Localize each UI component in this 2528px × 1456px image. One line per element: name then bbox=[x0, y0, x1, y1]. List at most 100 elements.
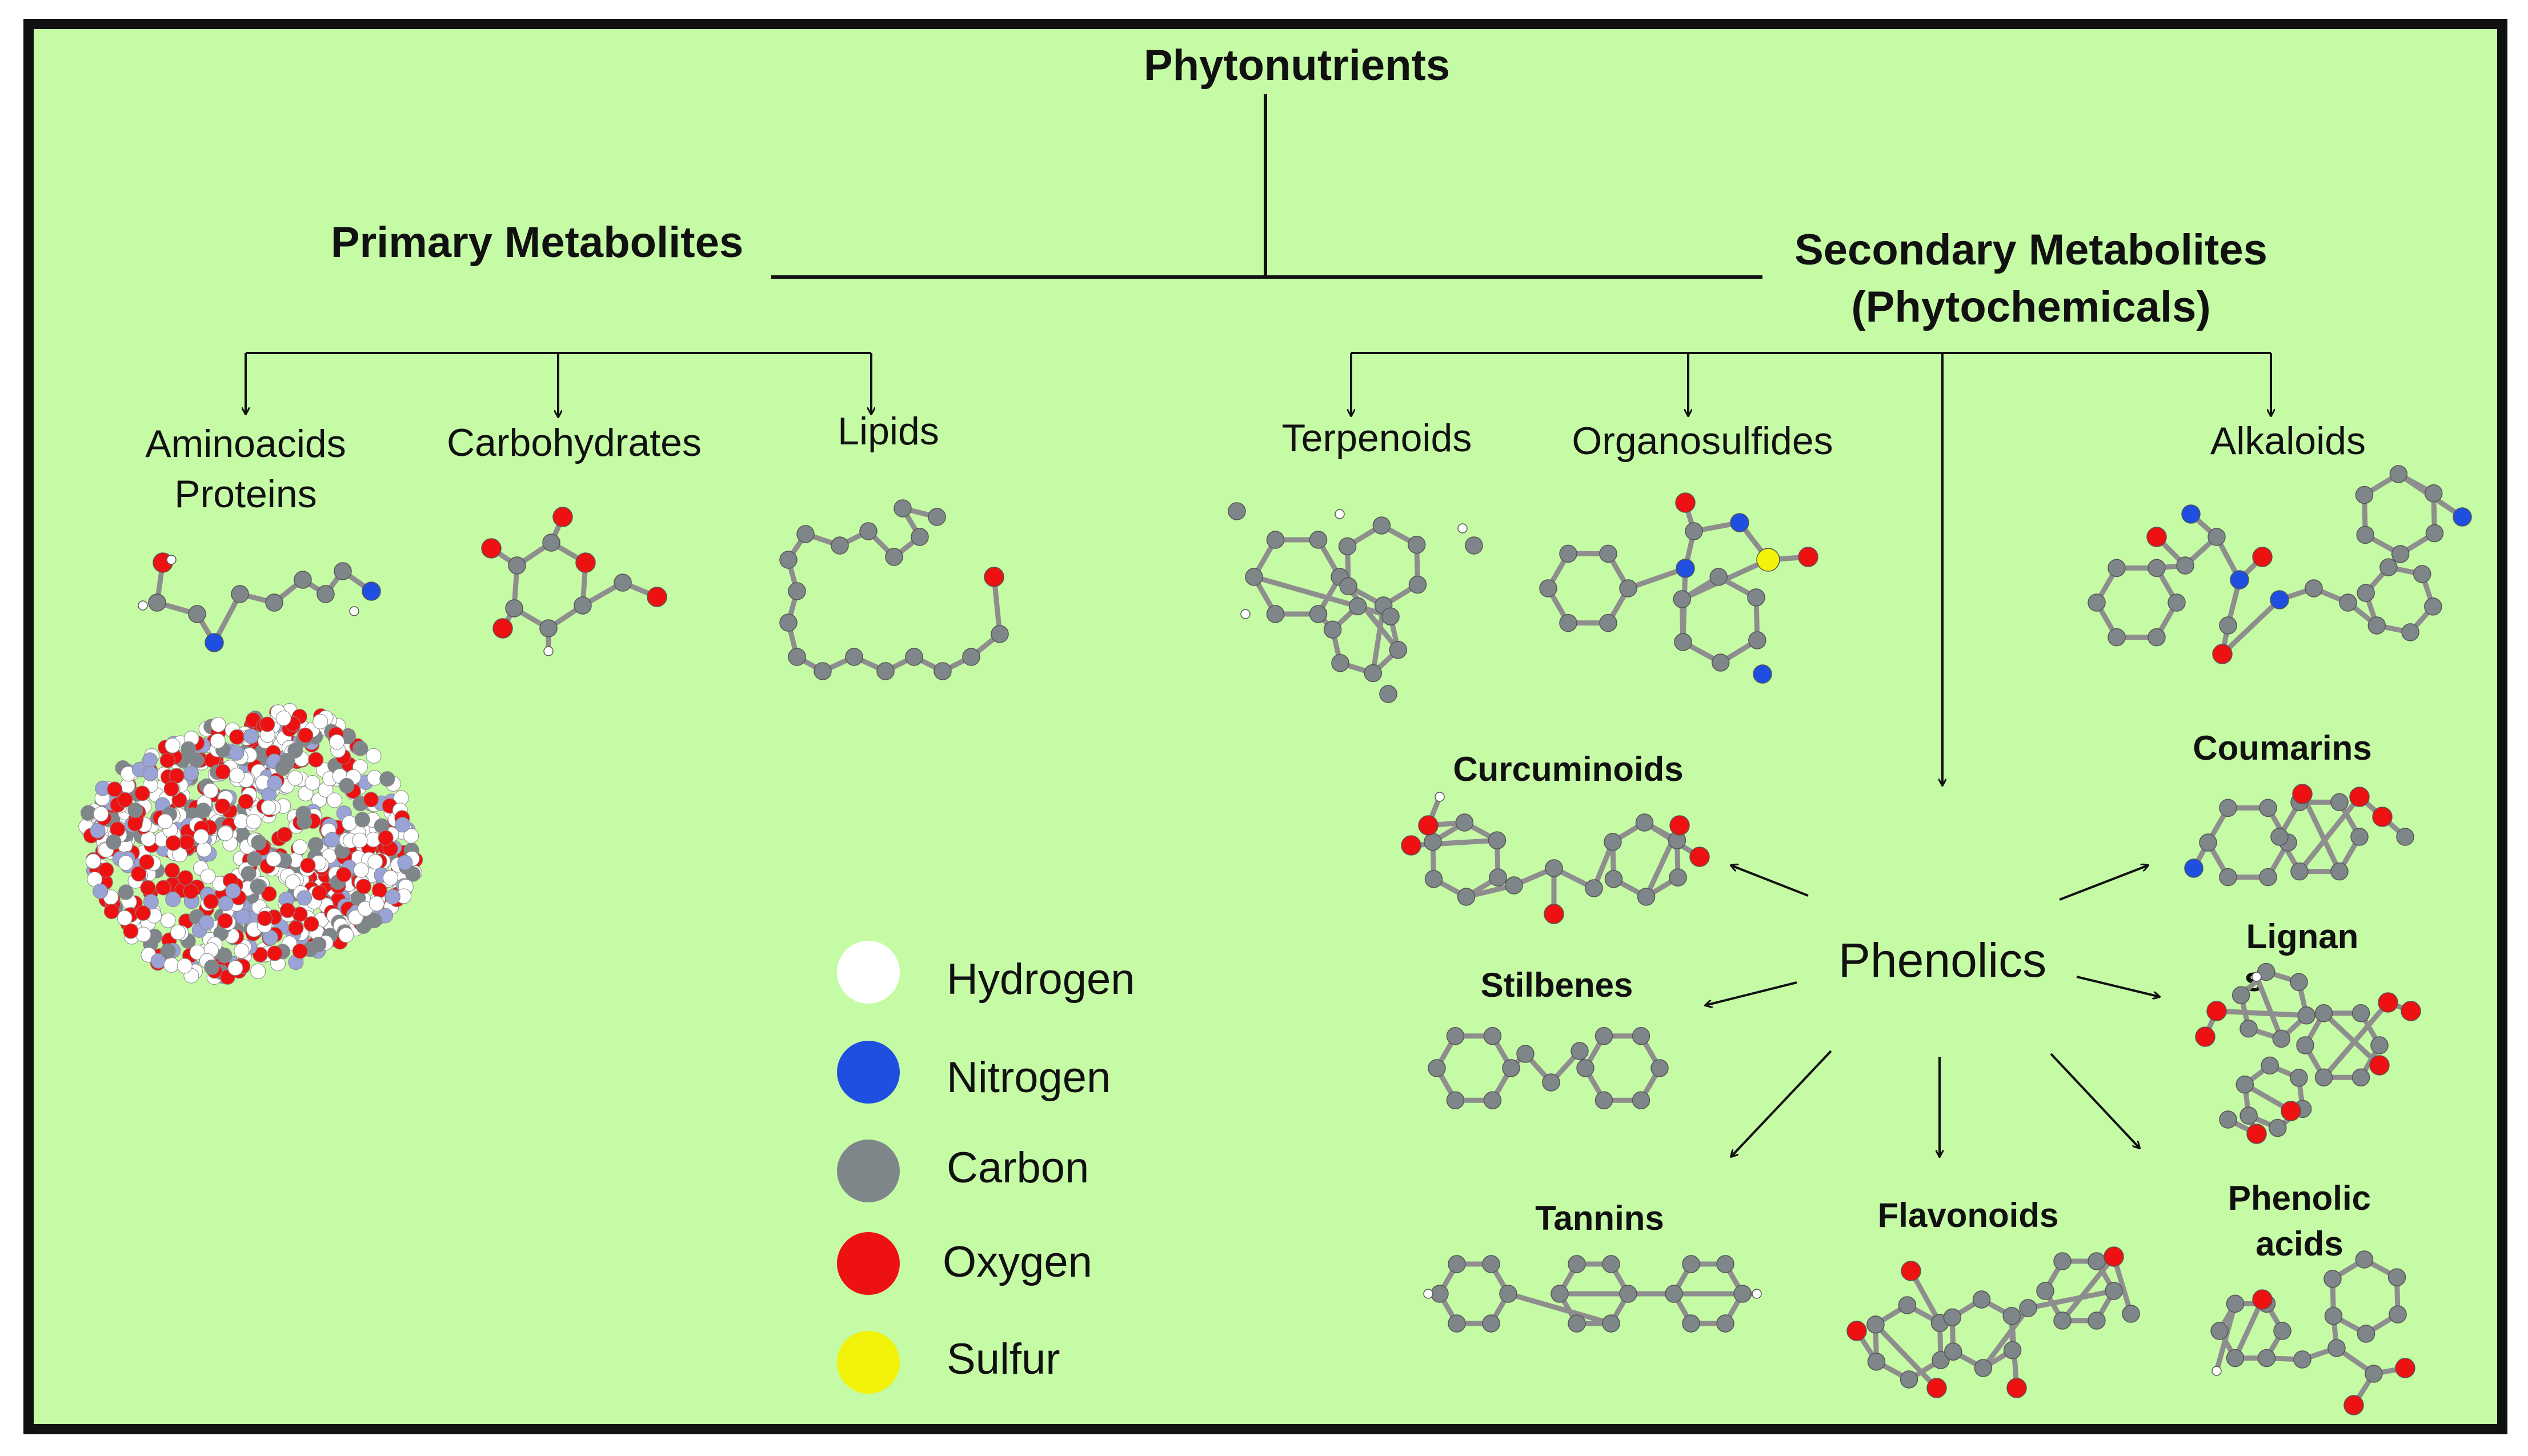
atom bbox=[1482, 1314, 1500, 1333]
atom bbox=[2230, 570, 2249, 589]
atom bbox=[1448, 1314, 1466, 1333]
atom bbox=[261, 800, 277, 816]
atom bbox=[189, 944, 205, 960]
atom bbox=[1544, 904, 1564, 924]
atom bbox=[235, 909, 251, 925]
atom bbox=[2252, 547, 2273, 567]
atom bbox=[118, 855, 134, 871]
atom bbox=[1712, 653, 1730, 672]
atom bbox=[885, 548, 903, 566]
atom bbox=[1372, 516, 1391, 535]
atom bbox=[90, 823, 106, 839]
atom bbox=[2148, 628, 2166, 647]
atom bbox=[2212, 1366, 2222, 1376]
atom bbox=[196, 841, 212, 857]
atom bbox=[2269, 1118, 2287, 1137]
legend-nitrogen-label: Nitrogen bbox=[947, 1053, 1111, 1102]
atom bbox=[238, 793, 254, 809]
atom bbox=[1542, 1073, 1560, 1092]
atom bbox=[93, 883, 109, 899]
atom bbox=[199, 914, 215, 930]
primary-branch-arrows bbox=[246, 352, 871, 417]
atom bbox=[481, 538, 502, 559]
atom bbox=[1499, 1285, 1517, 1303]
atom bbox=[93, 806, 109, 822]
atom bbox=[2379, 558, 2398, 576]
atom bbox=[2108, 628, 2126, 647]
atom bbox=[250, 879, 266, 895]
atom bbox=[2323, 1270, 2342, 1288]
atom bbox=[265, 593, 283, 612]
atom bbox=[1602, 1314, 1620, 1333]
atom bbox=[1733, 1285, 1752, 1303]
atom bbox=[395, 817, 411, 833]
atom bbox=[1455, 813, 1474, 832]
atom bbox=[1424, 833, 1442, 851]
atom bbox=[779, 613, 798, 632]
atom bbox=[1338, 537, 1357, 556]
atom bbox=[2088, 1311, 2106, 1330]
atom bbox=[2003, 1341, 2022, 1359]
atom bbox=[1545, 859, 1563, 877]
bond bbox=[1505, 1291, 1614, 1326]
atom bbox=[928, 508, 946, 526]
atom bbox=[189, 752, 205, 768]
atom bbox=[2259, 868, 2277, 887]
atom bbox=[334, 562, 352, 580]
atom bbox=[1423, 1289, 1433, 1299]
primary-metabolites-label: Primary Metabolites bbox=[331, 218, 743, 267]
atom bbox=[2088, 1252, 2106, 1270]
legend-oxygen-swatch bbox=[837, 1232, 900, 1295]
atom bbox=[1505, 876, 1523, 895]
atom bbox=[1635, 813, 1654, 832]
atom bbox=[138, 600, 148, 611]
atom bbox=[2181, 504, 2201, 524]
atom bbox=[1665, 1285, 1683, 1303]
atom bbox=[1599, 544, 1617, 563]
atom bbox=[2239, 1020, 2258, 1038]
coumarins-label: Coumarins bbox=[2193, 729, 2371, 767]
atom bbox=[2290, 862, 2309, 881]
atom bbox=[2246, 1124, 2267, 1144]
atom bbox=[1245, 568, 1263, 586]
atom bbox=[962, 648, 980, 666]
atom bbox=[1489, 868, 1507, 887]
atom bbox=[2206, 1001, 2227, 1021]
atom bbox=[2290, 973, 2308, 991]
atom bbox=[234, 943, 250, 959]
atom bbox=[492, 618, 513, 639]
atom bbox=[614, 573, 632, 592]
atom bbox=[2108, 559, 2126, 577]
atom bbox=[2355, 486, 2374, 504]
atom bbox=[1482, 1255, 1500, 1273]
atom bbox=[539, 619, 558, 637]
organosulfides-label: Organosulfides bbox=[1572, 419, 1833, 463]
atom bbox=[142, 752, 158, 768]
atom bbox=[2226, 1349, 2245, 1367]
atom bbox=[2212, 644, 2233, 664]
atom bbox=[2270, 828, 2289, 846]
flavonoids-label: Flavonoids bbox=[1878, 1196, 2059, 1234]
atom bbox=[1266, 531, 1285, 549]
atom bbox=[218, 896, 234, 912]
lipid-molecule bbox=[779, 499, 1009, 680]
carbohydrates-label: Carbohydrates bbox=[447, 421, 702, 464]
atom bbox=[336, 867, 352, 883]
legend-oxygen-label: Oxygen bbox=[943, 1238, 1092, 1286]
atom bbox=[163, 957, 179, 973]
atom bbox=[2252, 1289, 2273, 1310]
atom bbox=[2357, 1325, 2375, 1343]
stilbene-molecule bbox=[1428, 1026, 1669, 1110]
atom bbox=[243, 728, 259, 744]
atom bbox=[397, 855, 413, 871]
bond bbox=[2233, 1297, 2265, 1361]
atom bbox=[2355, 1250, 2374, 1269]
atom bbox=[2239, 1106, 2258, 1125]
atom bbox=[1228, 502, 1246, 520]
proteins-label: Proteins bbox=[174, 472, 316, 516]
atom bbox=[2396, 828, 2414, 846]
atom bbox=[2351, 1068, 2370, 1087]
atom bbox=[2357, 584, 2375, 602]
atom bbox=[1846, 1321, 1867, 1341]
atom bbox=[316, 585, 335, 603]
